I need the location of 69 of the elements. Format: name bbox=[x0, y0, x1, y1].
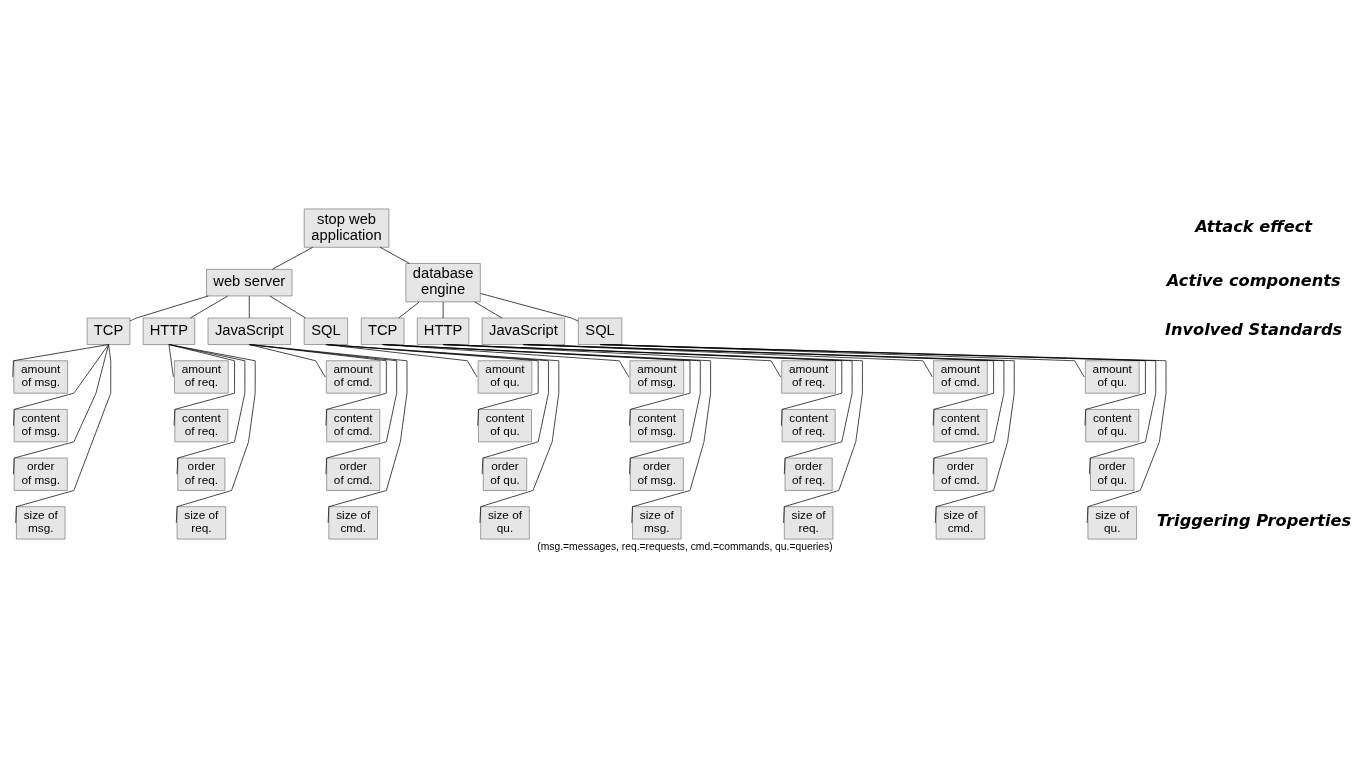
node-box: stop web application bbox=[303, 208, 390, 248]
label: Active components bbox=[1166, 270, 1341, 290]
connector bbox=[190, 295, 229, 318]
node-box: database engine bbox=[405, 262, 481, 302]
node-box: content of qu. bbox=[1085, 408, 1140, 442]
node-box: amount of req. bbox=[174, 359, 229, 394]
node-box: SQL bbox=[303, 317, 349, 345]
node-box: size of msg. bbox=[16, 505, 66, 539]
node-box: content of msg. bbox=[629, 408, 684, 442]
connector bbox=[168, 343, 256, 523]
label: Attack effect bbox=[1195, 216, 1313, 235]
connector bbox=[248, 343, 408, 523]
node-box: amount of msg. bbox=[629, 359, 685, 394]
connector bbox=[168, 343, 235, 426]
node-box: TCP bbox=[360, 317, 405, 345]
node-box: web server bbox=[206, 268, 293, 296]
connector bbox=[398, 301, 420, 318]
label: Involved Standards bbox=[1164, 319, 1343, 339]
node-box: HTTP bbox=[142, 317, 196, 345]
node-box: content of cmd. bbox=[933, 408, 988, 442]
node-box: order of qu. bbox=[1090, 457, 1135, 491]
node-box: amount of msg. bbox=[13, 359, 68, 394]
node-box: order of cmd. bbox=[933, 457, 988, 491]
node-box: content of msg. bbox=[13, 408, 68, 442]
connector bbox=[248, 343, 326, 377]
connector bbox=[382, 343, 711, 523]
node-box: content of req. bbox=[781, 408, 836, 442]
node-box: JavaScript bbox=[207, 317, 291, 345]
connector bbox=[442, 343, 863, 523]
node-box: size of req. bbox=[783, 505, 834, 539]
node-box: order of msg. bbox=[13, 457, 68, 491]
connector bbox=[480, 292, 579, 321]
node-box: order of req. bbox=[784, 457, 833, 491]
connector bbox=[523, 343, 1015, 523]
connector bbox=[379, 246, 410, 264]
node-box: content of req. bbox=[174, 408, 229, 442]
label: Triggering Properties bbox=[1156, 510, 1352, 530]
node-box: size of req. bbox=[176, 505, 227, 539]
caption: (msg.=messages, req.=requests, cmd.=commands, qu.=queries) bbox=[537, 540, 833, 552]
node-box: order of cmd. bbox=[326, 457, 381, 491]
connector bbox=[248, 343, 398, 475]
node-box: JavaScript bbox=[481, 317, 566, 345]
connector bbox=[599, 343, 1167, 523]
node-box: SQL bbox=[577, 317, 623, 345]
node-box: content of qu. bbox=[478, 408, 532, 442]
node-box: size of qu. bbox=[480, 505, 530, 539]
connector bbox=[168, 343, 246, 475]
connector bbox=[474, 301, 503, 318]
connector bbox=[269, 295, 306, 318]
node-box: content of cmd. bbox=[326, 408, 381, 442]
node-box: size of qu. bbox=[1087, 505, 1137, 539]
connector bbox=[12, 343, 109, 377]
node-box: amount of cmd. bbox=[933, 359, 988, 394]
connector bbox=[129, 295, 209, 321]
node-box: size of cmd. bbox=[935, 505, 986, 539]
node-box: amount of cmd. bbox=[325, 359, 381, 394]
node-box: order of req. bbox=[177, 457, 226, 491]
node-box: amount of req. bbox=[781, 359, 836, 394]
node-box: size of msg. bbox=[632, 505, 682, 539]
node-box: size of cmd. bbox=[328, 505, 378, 539]
node-box: TCP bbox=[86, 317, 131, 345]
connector bbox=[272, 246, 313, 270]
connector bbox=[168, 343, 174, 377]
node-box: order of msg. bbox=[629, 457, 684, 491]
node-box: amount of qu. bbox=[1085, 359, 1140, 394]
connector bbox=[248, 343, 387, 426]
node-box: amount of qu. bbox=[477, 359, 533, 394]
node-box: order of qu. bbox=[482, 457, 528, 491]
node-box: HTTP bbox=[416, 317, 470, 345]
